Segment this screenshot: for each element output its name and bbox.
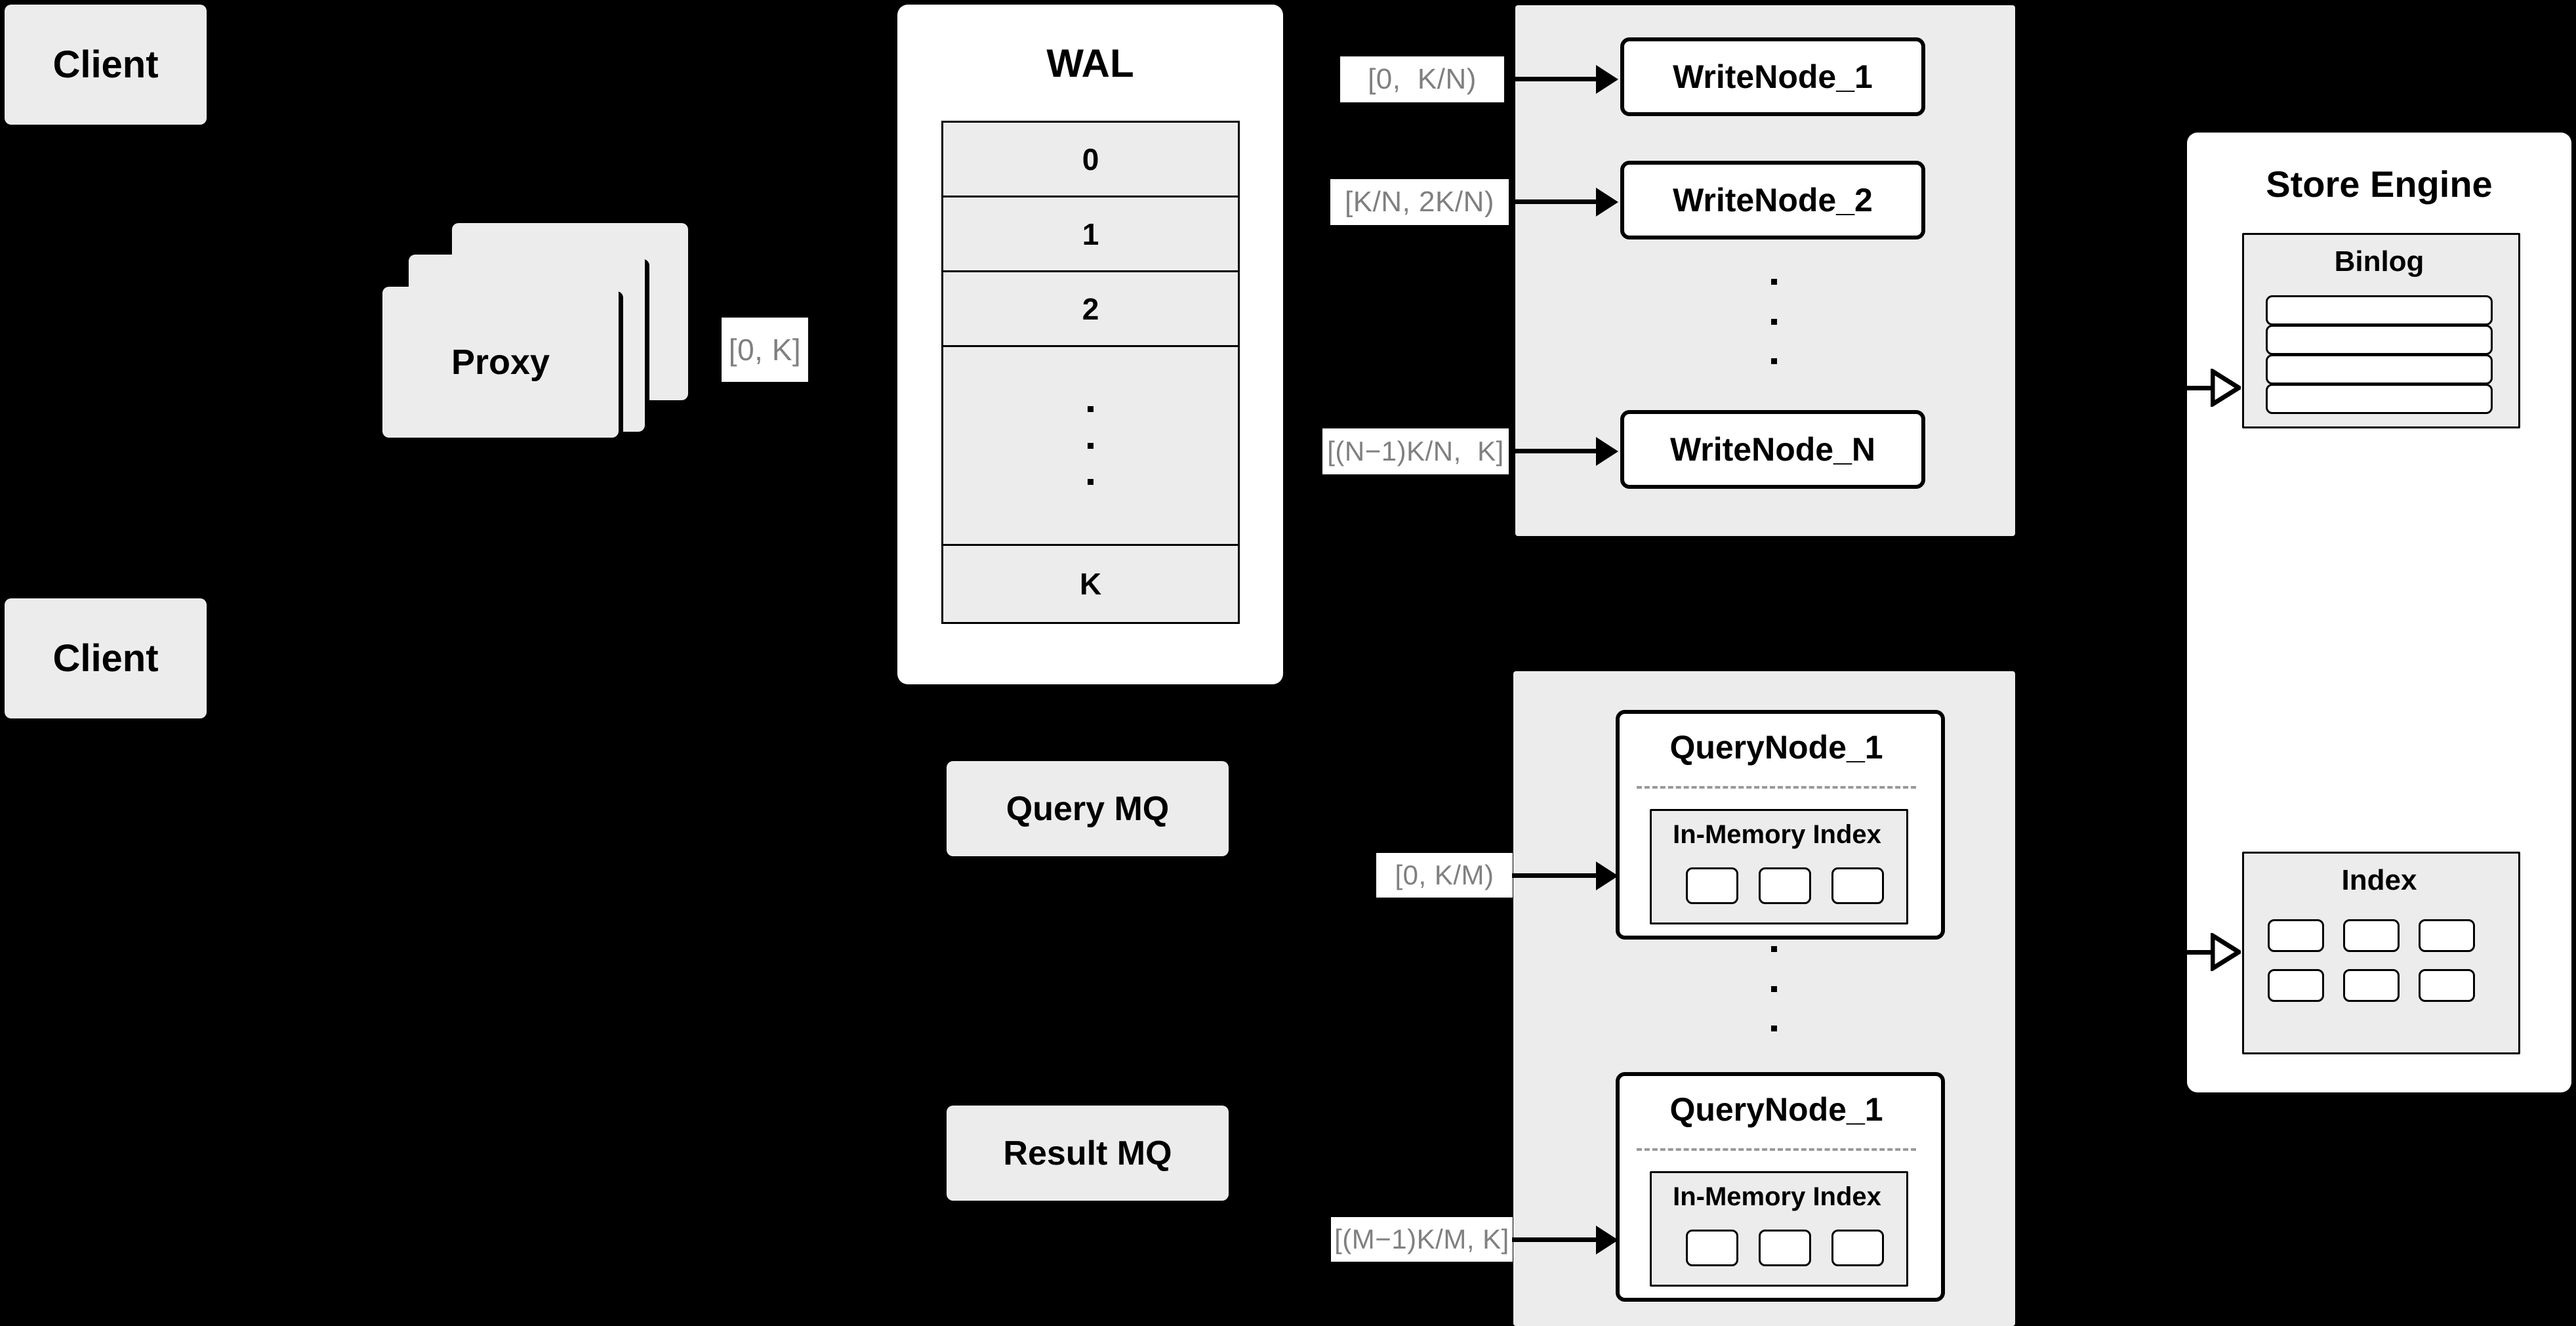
query-node-1-index-segment-3[interactable] [1831, 867, 1884, 904]
edge-label-writenode-1-range-text: [0, K/N) [1368, 63, 1477, 95]
query-node-1-label: QueryNode_1 [1620, 728, 1933, 766]
binlog-entry-4[interactable] [2266, 384, 2493, 414]
wal-row-0[interactable]: 0 [943, 123, 1238, 197]
edge-label-querynode-m-range: [(M−1)K/M, K] [1331, 1217, 1513, 1262]
edge-label-writenode-2-range: [K/N, 2K/N) [1330, 179, 1509, 225]
index-title: Index [2244, 864, 2514, 897]
edge-label-proxy-range-text: [0, K] [728, 333, 802, 367]
index-cell-1[interactable] [2268, 919, 2324, 952]
edge-label-writenode-n-range: [(N−1)K/N, K] [1322, 428, 1509, 474]
arrow-line-index [2186, 950, 2214, 955]
query-cluster-ellipsis-icon [1770, 946, 1778, 1031]
write-node-1[interactable]: WriteNode_1 [1620, 37, 1925, 116]
result-mq-label: Result MQ [1003, 1134, 1172, 1172]
binlog-title-text: Binlog [2334, 245, 2424, 278]
wal-ellipsis-icon [1088, 406, 1094, 485]
client-box-2[interactable]: Client [5, 598, 207, 718]
query-node-m[interactable]: QueryNode_1 In-Memory Index [1616, 1072, 1945, 1302]
proxy-card-front[interactable]: Proxy [382, 287, 619, 438]
client-box-1[interactable]: Client [5, 5, 207, 125]
index-cell-5[interactable] [2343, 969, 2400, 1002]
query-node-1-inmemory-index-title: In-Memory Index [1652, 820, 1902, 850]
arrow-head-querynode-1 [1596, 861, 1618, 890]
wal-row-k[interactable]: K [943, 546, 1238, 622]
arrow-line-querynode-1 [1512, 873, 1597, 878]
write-node-1-label: WriteNode_1 [1673, 58, 1873, 95]
index-panel: Index [2242, 852, 2520, 1054]
query-mq-box[interactable]: Query MQ [947, 761, 1229, 856]
proxy-label: Proxy [451, 342, 550, 382]
store-engine-title-text: Store Engine [2266, 163, 2493, 205]
edge-label-querynode-1-range: [0, K/M) [1376, 853, 1513, 898]
write-node-n-label: WriteNode_N [1669, 431, 1875, 468]
query-node-m-label-text: QueryNode_1 [1669, 1091, 1883, 1128]
query-node-1-inmemory-index-title-text: In-Memory Index [1673, 820, 1881, 849]
binlog-entry-2[interactable] [2266, 325, 2493, 355]
edge-label-writenode-n-range-text: [(N−1)K/N, K] [1327, 436, 1504, 466]
arrow-line-writenode-1 [1512, 77, 1597, 81]
edge-label-writenode-2-range-text: [K/N, 2K/N) [1345, 186, 1494, 218]
query-node-1-index-segment-2[interactable] [1759, 867, 1811, 904]
wal-row-2[interactable]: 2 [943, 272, 1238, 347]
wal-row-2-value: 2 [1082, 291, 1099, 326]
wal-row-0-value: 0 [1082, 142, 1099, 176]
arrow-head-querynode-m [1596, 1226, 1618, 1254]
arrow-head-writenode-1 [1596, 65, 1618, 94]
wal-title: WAL [897, 41, 1283, 86]
arrow-line-writenode-2 [1512, 199, 1597, 204]
arrow-line-binlog [2186, 386, 2214, 390]
query-node-1-separator [1637, 786, 1916, 789]
arrow-head-writenode-n [1596, 437, 1618, 466]
index-cell-2[interactable] [2343, 919, 2400, 952]
query-node-m-label: QueryNode_1 [1620, 1090, 1933, 1129]
query-node-m-index-segment-3[interactable] [1831, 1230, 1884, 1266]
query-node-1-label-text: QueryNode_1 [1669, 729, 1883, 766]
wal-table: 0 1 2 K [941, 121, 1240, 624]
binlog-entry-1[interactable] [2266, 295, 2493, 325]
edge-label-writenode-1-range: [0, K/N) [1340, 56, 1504, 102]
index-cell-3[interactable] [2419, 919, 2475, 952]
query-node-1-index-segment-1[interactable] [1686, 867, 1738, 904]
store-engine-title: Store Engine [2187, 163, 2571, 205]
edge-label-querynode-1-range-text: [0, K/M) [1395, 860, 1494, 890]
query-node-m-inmemory-index-title: In-Memory Index [1652, 1182, 1902, 1212]
wal-row-1-value: 1 [1082, 217, 1099, 251]
query-node-m-inmemory-index-title-text: In-Memory Index [1673, 1182, 1881, 1211]
query-node-m-separator [1637, 1148, 1916, 1151]
write-node-2-label: WriteNode_2 [1673, 182, 1873, 218]
arrow-line-writenode-n [1512, 449, 1597, 453]
edge-label-querynode-m-range-text: [(M−1)K/M, K] [1334, 1224, 1509, 1254]
index-cell-4[interactable] [2268, 969, 2324, 1002]
edge-label-proxy-range: [0, K] [722, 318, 808, 382]
query-node-m-index-segment-2[interactable] [1759, 1230, 1811, 1266]
wal-row-1[interactable]: 1 [943, 197, 1238, 272]
wal-row-ellipsis [943, 347, 1238, 546]
binlog-title: Binlog [2244, 245, 2514, 278]
query-node-m-index-segment-1[interactable] [1686, 1230, 1738, 1266]
wal-row-k-value: K [1079, 567, 1102, 601]
client-label-2: Client [52, 637, 159, 680]
binlog-entry-3[interactable] [2266, 354, 2493, 384]
query-mq-label: Query MQ [1006, 789, 1170, 828]
write-node-2[interactable]: WriteNode_2 [1620, 161, 1925, 239]
write-cluster-ellipsis-icon [1770, 279, 1778, 364]
query-node-1[interactable]: QueryNode_1 In-Memory Index [1616, 710, 1945, 940]
wal-title-text: WAL [1046, 41, 1134, 85]
write-node-n[interactable]: WriteNode_N [1620, 410, 1925, 489]
query-node-m-inmemory-index-panel: In-Memory Index [1650, 1171, 1908, 1287]
arrow-line-querynode-m [1512, 1237, 1597, 1242]
binlog-panel: Binlog [2242, 233, 2520, 428]
arrow-head-writenode-2 [1596, 188, 1618, 217]
query-node-1-inmemory-index-panel: In-Memory Index [1650, 809, 1908, 924]
client-label-1: Client [52, 43, 159, 86]
index-title-text: Index [2341, 864, 2417, 896]
index-cell-6[interactable] [2419, 969, 2475, 1002]
result-mq-box[interactable]: Result MQ [947, 1106, 1229, 1201]
